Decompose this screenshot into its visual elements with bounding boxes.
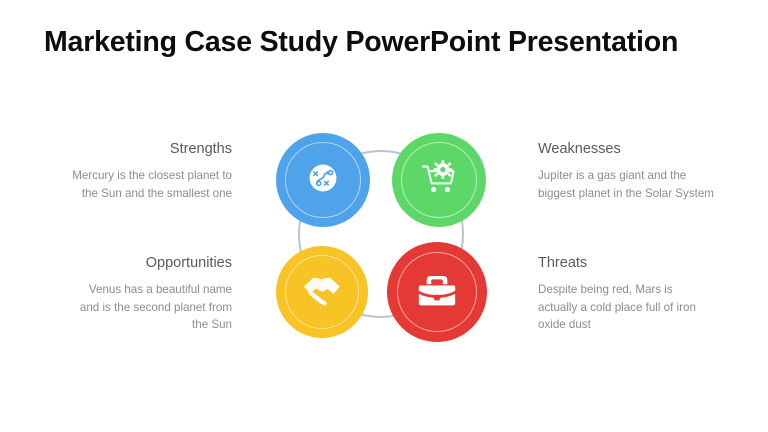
block-body-opportunities: Venus has a beautiful name and is the se… (79, 283, 232, 332)
briefcase-icon (417, 271, 457, 314)
shopping-cart-gear-icon (419, 159, 459, 202)
block-title-threats: Threats (538, 255, 588, 271)
swot-node-strengths[interactable] (276, 133, 370, 227)
block-body-threats: Despite being red, Mars is actually a co… (538, 283, 696, 332)
connector-ring (298, 150, 464, 318)
block-title-weaknesses: Weaknesses (538, 141, 621, 157)
strategy-playbook-icon (304, 159, 342, 202)
text-block-opportunities: Opportunities Venus has a beautiful name… (70, 254, 232, 334)
swot-node-weaknesses[interactable] (392, 133, 486, 227)
text-block-weaknesses: Weaknesses Jupiter is a gas giant and th… (538, 140, 714, 202)
block-title-strengths: Strengths (169, 141, 232, 157)
swot-diagram (268, 126, 492, 344)
page-title: Marketing Case Study PowerPoint Presenta… (44, 26, 679, 58)
block-body-weaknesses: Jupiter is a gas giant and the biggest p… (538, 169, 714, 200)
block-body-strengths: Mercury is the closest planet to the Sun… (72, 169, 232, 200)
handshake-icon (302, 272, 342, 313)
text-block-threats: Threats Despite being red, Mars is actua… (538, 254, 714, 334)
text-block-strengths: Strengths Mercury is the closest planet … (70, 140, 232, 202)
swot-node-threats[interactable] (387, 242, 487, 342)
swot-node-opportunities[interactable] (276, 246, 368, 338)
block-title-opportunities: Opportunities (145, 255, 232, 271)
